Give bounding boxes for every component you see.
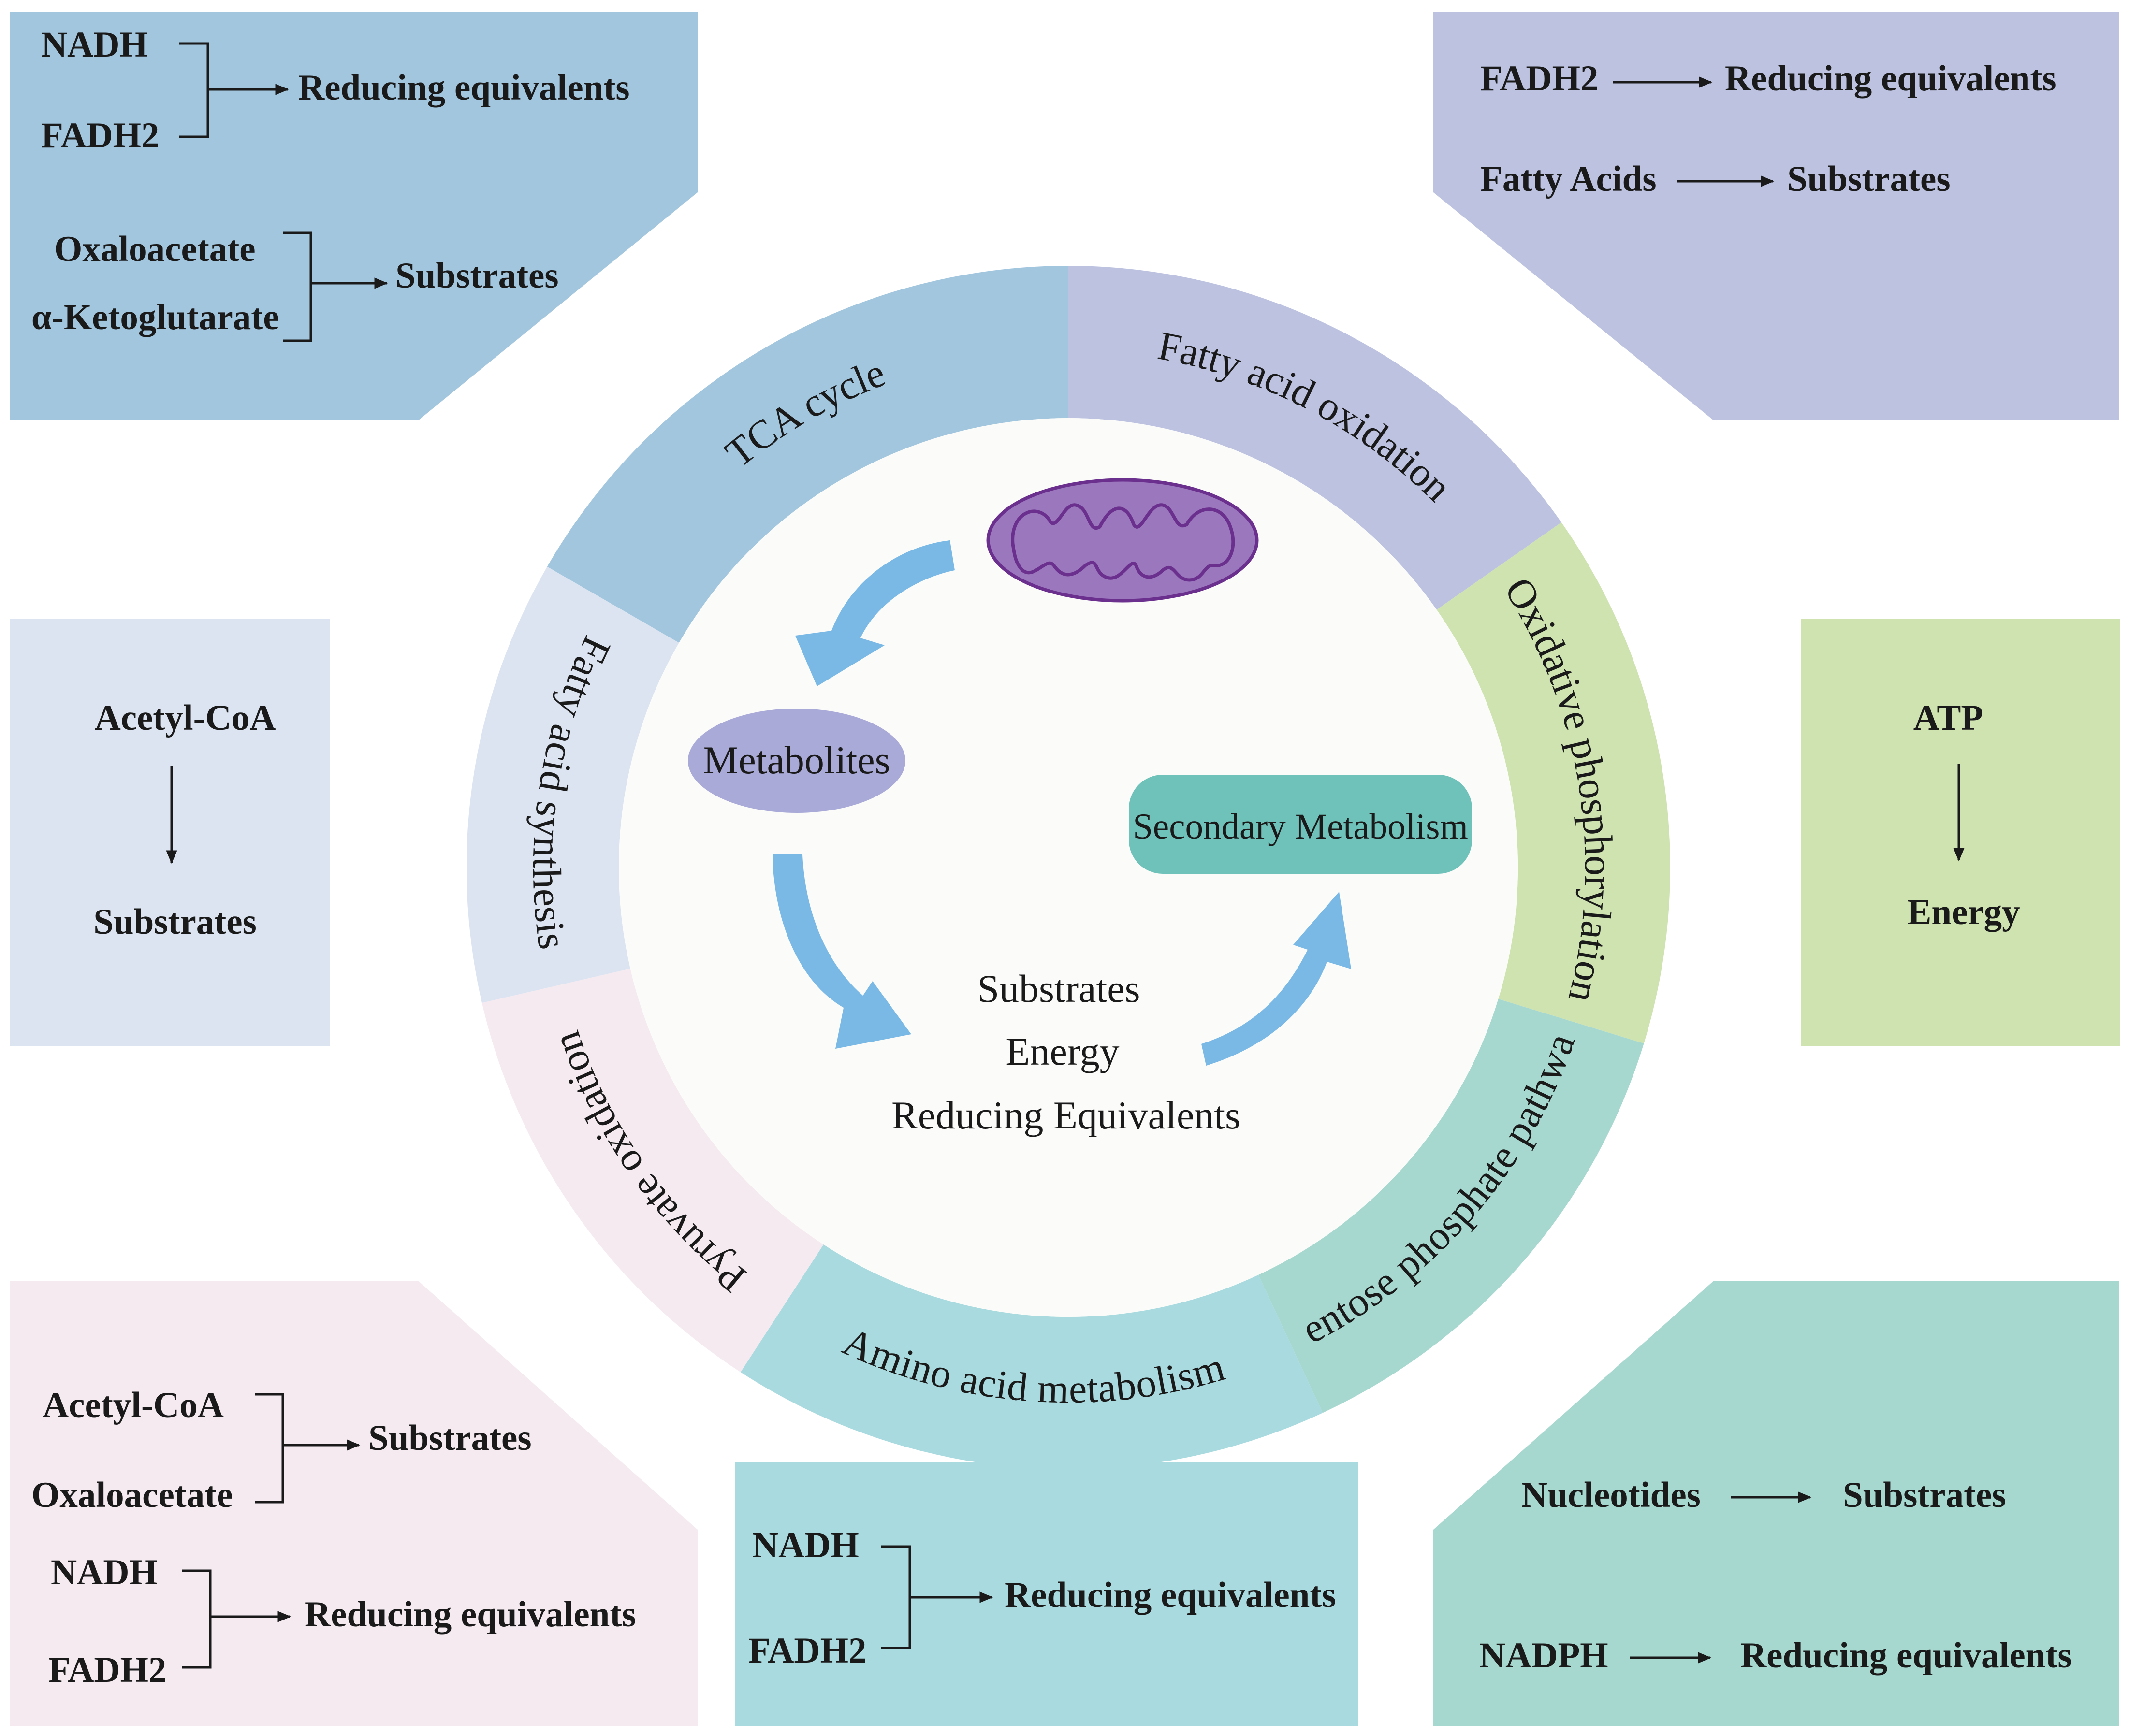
pyruvate-nadh-label: NADH [51, 1552, 158, 1592]
ring-segment-oxidative-phosphorylation [1436, 522, 1670, 1044]
tca-bracket-2 [283, 231, 312, 342]
ring-segment-amino-acid [740, 1244, 1323, 1469]
ring-segment-pyruvate [481, 969, 824, 1373]
tca-oxaloacetate-label: Oxaloacetate [54, 229, 256, 269]
ring-segment-pentose-phosphate [1258, 998, 1644, 1413]
fao-fatty-acids-label: Fatty Acids [1480, 159, 1657, 199]
amino-box-background [735, 1462, 1358, 1726]
fao-box-background [1433, 12, 2119, 420]
oxphos-box-background [1801, 619, 2120, 1046]
mitochondrion-icon [986, 478, 1259, 603]
pyruvate-oxaloacetate-label: Oxaloacetate [31, 1475, 233, 1515]
pyruvate-box-background [10, 1281, 698, 1726]
ring-segment-fatty-acid-synthesis [467, 566, 679, 1003]
tca-reducing-label: Reducing equivalents [298, 68, 630, 108]
ppp-reducing-label: Reducing equivalents [1740, 1635, 2072, 1676]
oxphos-energy-label: Energy [1907, 892, 2020, 932]
fatty-acid-oxidation-info-box: FADH2 Reducing equivalents Fatty Acids S… [1433, 12, 2119, 420]
fao-fadh2-label: FADH2 [1480, 58, 1598, 99]
arrow-metabolites-to-outputs [773, 854, 911, 1049]
output-reducing-equivalents: Reducing Equivalents [891, 1093, 1240, 1137]
ppp-substrates-label: Substrates [1843, 1475, 2006, 1515]
arrow-outputs-to-secondary [1201, 892, 1351, 1066]
center-flow: Metabolites Secondary Metabolism Substra… [688, 478, 1472, 1137]
secondary-metabolism-node [1129, 775, 1472, 874]
oxidative-phosphorylation-info-box: ATP Energy [1801, 619, 2120, 1046]
oxphos-atp-label: ATP [1913, 698, 1983, 738]
ppp-nucleotides-label: Nucleotides [1521, 1475, 1701, 1515]
secondary-metabolism-label: Secondary Metabolism [1133, 807, 1468, 847]
amino-nadh-label: NADH [752, 1525, 859, 1565]
fao-substrates-label: Substrates [1787, 159, 1951, 199]
arrow-mitochondrion-to-metabolites [795, 540, 955, 686]
amino-acid-info-box: NADH FADH2 Reducing equivalents [735, 1462, 1358, 1726]
tca-box-background [10, 12, 698, 420]
tca-nadh-label: NADH [41, 25, 148, 65]
ppp-nadph-label: NADPH [1479, 1635, 1608, 1676]
fao-reducing-label: Reducing equivalents [1725, 58, 2056, 99]
pyruvate-acetyl-coa-label: Acetyl-CoA [43, 1385, 224, 1425]
ring-segment-tca [547, 266, 1068, 643]
pyruvate-reducing-label: Reducing equivalents [305, 1594, 636, 1635]
output-substrates: Substrates [977, 967, 1140, 1011]
tca-fadh2-label: FADH2 [41, 116, 159, 156]
ppp-box-background [1433, 1281, 2119, 1726]
pyruvate-oxidation-info-box: Acetyl-CoA Oxaloacetate Substrates NADH … [10, 1281, 698, 1726]
tca-substrates-label: Substrates [395, 256, 559, 296]
pentose-phosphate-info-box: Nucleotides Substrates NADPH Reducing eq… [1433, 1281, 2119, 1726]
fas-acetyl-coa-label: Acetyl-CoA [95, 698, 276, 738]
tca-info-box: NADH FADH2 Reducing equivalents Oxaloace… [10, 12, 698, 420]
metabolites-node [688, 709, 905, 813]
tca-ketoglutarate-label: α-Ketoglutarate [31, 297, 279, 337]
fas-substrates-label: Substrates [93, 902, 257, 942]
pyruvate-bracket-1 [255, 1393, 284, 1504]
amino-fadh2-label: FADH2 [748, 1631, 866, 1671]
fatty-acid-synthesis-info-box: Acetyl-CoA Substrates [10, 619, 330, 1046]
pyruvate-substrates-label: Substrates [368, 1418, 532, 1458]
pyruvate-fadh2-label: FADH2 [48, 1650, 166, 1690]
amino-reducing-label: Reducing equivalents [1005, 1575, 1336, 1615]
fas-box-background [10, 619, 330, 1046]
pyruvate-bracket-2 [182, 1569, 212, 1669]
metabolites-label: Metabolites [703, 738, 890, 782]
output-energy: Energy [1006, 1029, 1119, 1073]
ring-segment-fatty-acid-oxidation [1068, 266, 1561, 610]
